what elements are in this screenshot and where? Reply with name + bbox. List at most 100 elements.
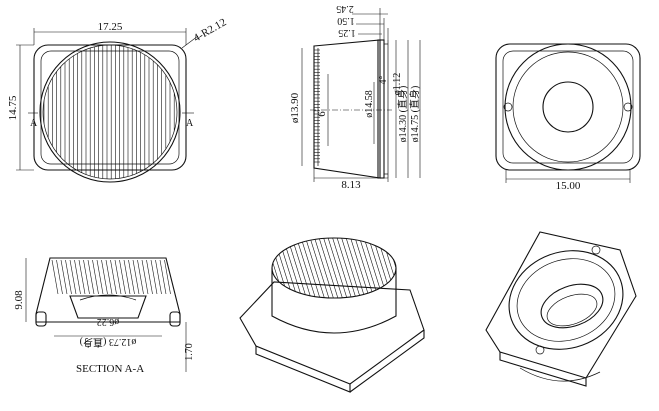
section-hatch-line	[150, 259, 158, 295]
section-hatch-line	[137, 259, 144, 295]
section-hatch-line	[65, 259, 72, 295]
section-hatch-line	[119, 259, 126, 295]
iso1-flange-side-left	[255, 346, 351, 393]
iso2-pin-top	[591, 245, 601, 255]
section-hatch-line	[146, 259, 153, 295]
dim-4deg-label: 4°	[378, 76, 389, 85]
lens-outer-circle	[39, 41, 181, 183]
dim-150-label: 1.50	[337, 15, 355, 26]
side-flange	[377, 39, 385, 179]
radius-label: 4-R2.12	[192, 16, 229, 44]
section-mark-right: A	[186, 118, 194, 129]
bottom-width-label: 15.00	[556, 180, 581, 192]
bottom-view: 15.00	[495, 43, 641, 192]
inner-square-flange	[40, 50, 180, 165]
section-caption: SECTION A-A	[76, 363, 144, 375]
iso-texture-line	[409, 236, 429, 300]
iso-texture-line	[327, 238, 348, 298]
dim-1273-label: ø12.73 (直身)	[80, 336, 137, 349]
side-texture	[314, 49, 320, 163]
iso-texture-line	[309, 238, 330, 298]
iso2-outer-ring	[508, 250, 624, 350]
iso-texture-line	[367, 238, 389, 298]
section-hatch-line	[83, 259, 90, 295]
section-hatch-line	[92, 259, 99, 295]
section-hatch-line	[87, 259, 95, 295]
section-view: 9.08 ø6.22 ø12.73 (直身) 1.70 SECTION A-A	[13, 257, 195, 375]
dim-6-label: 6	[316, 111, 328, 117]
dim-245-label: 2.45	[336, 3, 354, 14]
iso-texture-line	[336, 238, 357, 298]
iso-texture-line	[349, 238, 371, 298]
iso2-hole	[540, 283, 604, 329]
iso-texture-line	[376, 238, 396, 298]
iso1-lens-texture	[272, 236, 429, 300]
lens-texture-lines	[43, 45, 175, 179]
iso-texture-line	[345, 238, 366, 298]
iso2-inner-ring	[516, 258, 616, 342]
section-hatch-line	[159, 259, 167, 295]
bottom-pin-left	[503, 102, 513, 112]
iso2-hole-inner	[546, 293, 598, 327]
section-hatch-line	[123, 259, 131, 295]
dim-1458-label: ø14.58	[364, 90, 375, 118]
iso-view-top	[239, 236, 429, 393]
section-hatch-line	[56, 259, 63, 295]
iso-texture-line	[394, 238, 396, 298]
iso-texture-line	[277, 238, 299, 298]
iso-texture-line	[331, 238, 353, 298]
section-mark-left: A	[30, 118, 38, 129]
section-pin-left	[35, 311, 47, 327]
side-view: 2.45 1.50 1.25 ø13.90 6 ø14.58 4° ø1.12 …	[289, 3, 421, 191]
section-hatch-line	[78, 259, 86, 295]
bottom-pin-right	[623, 102, 633, 112]
iso2-flange-side	[499, 352, 587, 387]
iso-texture-line	[272, 238, 281, 298]
iso-texture-line	[340, 238, 362, 298]
iso-view-bottom	[485, 231, 637, 387]
radius-leader	[181, 35, 199, 49]
iso-texture-line	[354, 238, 375, 298]
section-hatch-line	[51, 259, 59, 295]
bottom-outer-ring	[504, 43, 632, 171]
section-hatch-line	[69, 259, 77, 295]
bottom-outer-flange	[495, 43, 641, 171]
iso-texture-line	[363, 238, 384, 298]
iso-texture-line	[322, 238, 344, 298]
iso-texture-line	[358, 238, 380, 298]
iso-texture-line	[313, 238, 335, 298]
iso-texture-line	[381, 238, 396, 298]
section-hatch-line	[132, 259, 140, 295]
section-hatch-line	[96, 259, 104, 295]
iso2-base-curve	[519, 367, 601, 382]
iso-texture-line	[286, 238, 308, 298]
dim-908-label: 9.08	[13, 290, 25, 310]
dim-1430-label: ø14.30 (直身)	[396, 86, 409, 143]
dim-1475-label: ø14.75 (直身)	[408, 86, 421, 143]
bottom-mid-ring	[512, 51, 624, 163]
dim-813-label: 8.13	[341, 179, 361, 191]
section-hatching	[51, 259, 171, 295]
bottom-center-hole	[542, 81, 594, 133]
section-hatch-line	[74, 259, 81, 295]
section-hatch-line	[101, 259, 108, 295]
dim-112-label: ø1.12	[392, 73, 403, 96]
dim-170-label: 1.70	[184, 343, 195, 361]
section-hatch-line	[105, 259, 113, 295]
iso-texture-line	[318, 238, 339, 298]
section-hatch-line	[110, 259, 117, 295]
iso1-body	[271, 268, 397, 334]
iso-texture-line	[291, 238, 312, 298]
section-hatch-line	[141, 259, 149, 295]
iso-texture-line	[404, 236, 424, 300]
iso-texture-line	[273, 238, 294, 298]
lens-inner-circle	[42, 44, 178, 180]
width-dim-label: 17.25	[98, 21, 123, 33]
section-lens-curve	[79, 294, 137, 301]
section-hatch-line	[128, 259, 135, 295]
section-hatch-line	[155, 259, 162, 295]
iso1-flange-side-right	[349, 330, 425, 393]
section-hatch-line	[114, 259, 122, 295]
section-pin-right	[169, 311, 181, 327]
